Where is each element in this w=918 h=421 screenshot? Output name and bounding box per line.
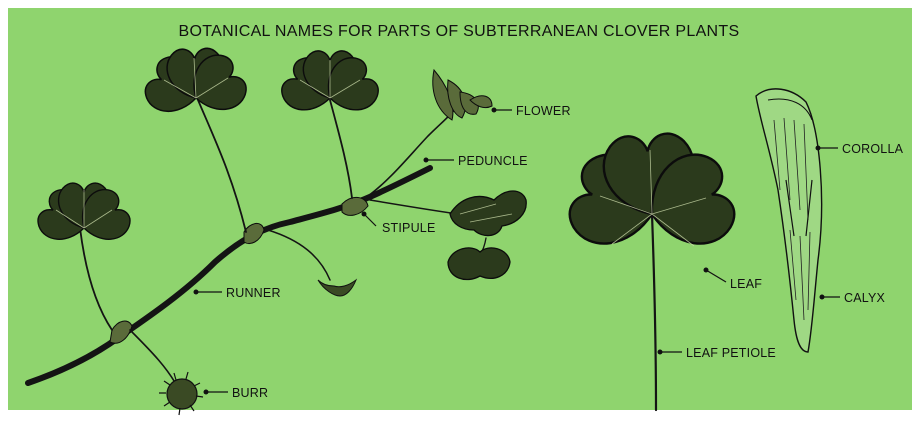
label-stipule-text: STIPULE xyxy=(382,221,436,235)
diagram-title: BOTANICAL NAMES FOR PARTS OF SUBTERRANEA… xyxy=(179,23,740,40)
label-burr-text: BURR xyxy=(232,386,268,400)
label-peduncle-text: PEDUNCLE xyxy=(458,154,528,168)
label-calyx-text: CALYX xyxy=(844,291,886,305)
label-flower-text: FLOWER xyxy=(516,104,571,118)
label-runner-text: RUNNER xyxy=(226,286,281,300)
label-leaf-petiole-text: LEAF PETIOLE xyxy=(686,346,776,360)
label-corolla-text: COROLLA xyxy=(842,142,904,156)
label-leaf-text: LEAF xyxy=(730,277,762,291)
